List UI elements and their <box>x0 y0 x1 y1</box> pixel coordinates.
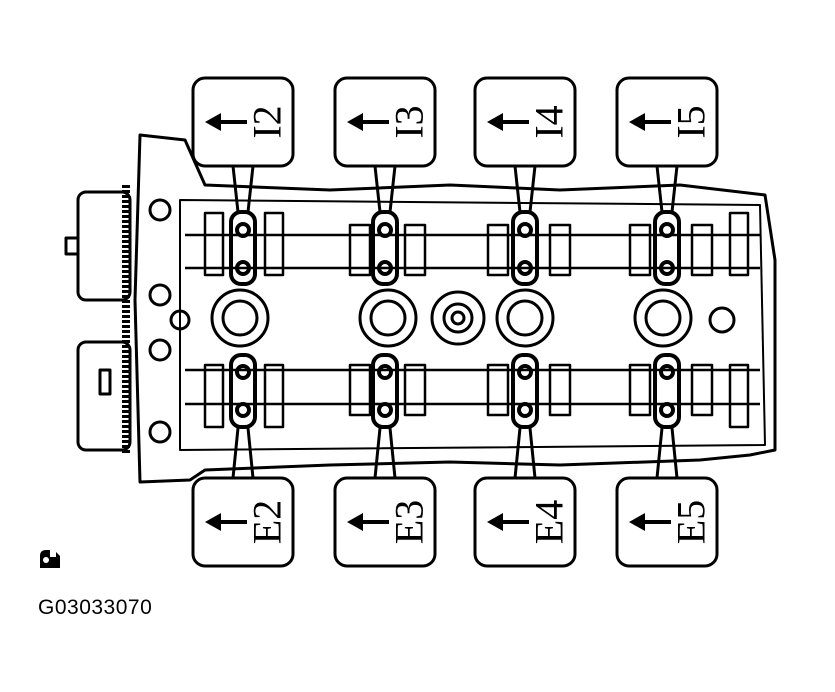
exhaust-label: E3 <box>387 500 432 544</box>
exhaust-callout: E3 <box>333 427 437 568</box>
cap-bolt <box>377 402 393 418</box>
arrow-left-icon <box>347 513 389 531</box>
intake-label: I4 <box>527 105 572 138</box>
cap-bolt <box>659 222 675 238</box>
cap-bolt <box>377 222 393 238</box>
cap-bolt <box>659 260 675 276</box>
cap-bolt <box>659 402 675 418</box>
intake-cap <box>229 210 257 286</box>
exhaust-callout: E2 <box>191 427 295 568</box>
cap-bolt <box>235 260 251 276</box>
exhaust-label: E2 <box>245 500 290 544</box>
cam-journals <box>203 211 750 429</box>
exhaust-cap <box>653 353 681 429</box>
arrow-left-icon <box>347 113 389 131</box>
intake-label: I2 <box>245 105 290 138</box>
exhaust-cap <box>229 353 257 429</box>
arrow-left-icon <box>487 113 529 131</box>
cap-bolt <box>235 222 251 238</box>
intake-callout: I3 <box>333 76 437 213</box>
intake-cap <box>371 210 399 286</box>
intake-camshaft <box>185 233 760 270</box>
spark-plug-holes <box>210 288 693 348</box>
cylinder-head-outline <box>133 133 777 484</box>
intake-label: I3 <box>387 105 432 138</box>
arrow-left-icon <box>629 513 671 531</box>
head-inner-outline <box>179 199 766 451</box>
bearing-caps <box>229 210 681 429</box>
intake-cap <box>511 210 539 286</box>
arrow-left-icon <box>205 113 247 131</box>
cap-bolt <box>377 260 393 276</box>
cap-bolt <box>517 402 533 418</box>
intake-callout: I4 <box>473 76 577 213</box>
arrow-left-icon <box>487 513 529 531</box>
manual-logo-icon <box>40 550 60 568</box>
cap-bolt <box>517 222 533 238</box>
exhaust-cap <box>371 353 399 429</box>
exhaust-callout: E4 <box>473 427 577 568</box>
cap-bolt <box>659 364 675 380</box>
exhaust-label: E4 <box>527 500 572 544</box>
cap-bolt <box>235 364 251 380</box>
cap-bolt <box>377 364 393 380</box>
arrow-left-icon <box>205 513 247 531</box>
exhaust-cap <box>511 353 539 429</box>
intake-callout: I2 <box>191 76 295 213</box>
intake-label: I5 <box>669 105 714 138</box>
head-bolts <box>148 198 736 444</box>
exhaust-label: E5 <box>669 500 714 544</box>
cap-bolt <box>517 364 533 380</box>
exhaust-callout: E5 <box>615 427 719 568</box>
figure-code: G03033070 <box>38 596 153 619</box>
arrow-left-icon <box>629 113 671 131</box>
cap-bolt <box>235 402 251 418</box>
intake-cap <box>653 210 681 286</box>
cap-bolt <box>517 260 533 276</box>
intake-callout: I5 <box>615 76 719 213</box>
